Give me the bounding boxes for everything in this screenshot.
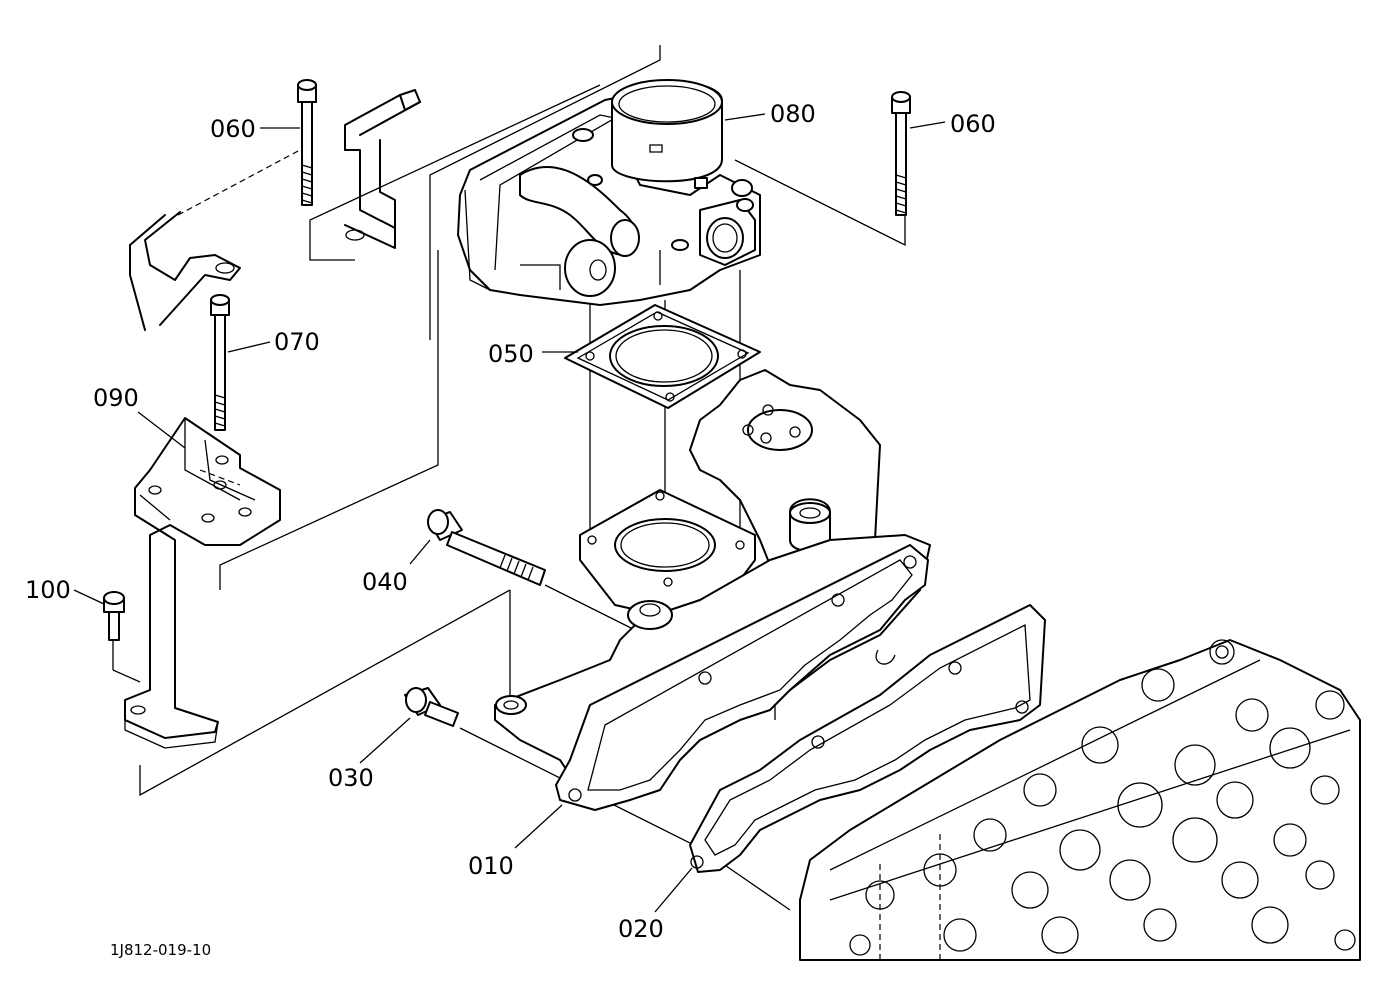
label-060-left: 060: [210, 115, 256, 143]
stud-bolt-040: [427, 509, 546, 586]
label-020: 020: [618, 915, 664, 943]
hose-pipe-part: [129, 89, 421, 331]
label-060-right: 060: [950, 110, 996, 138]
label-090: 090: [93, 384, 139, 412]
label-100: 100: [25, 576, 71, 604]
bolt-070: [210, 294, 230, 431]
bolt-030: [404, 687, 459, 727]
label-040: 040: [362, 568, 408, 596]
cylinder-head: [799, 639, 1361, 961]
bolt-100: [103, 591, 125, 641]
throttle-body: [457, 79, 761, 306]
label-070: 070: [274, 328, 320, 356]
leader-lines: [73, 113, 946, 913]
label-030: 030: [328, 764, 374, 792]
throttle-gasket: [564, 304, 761, 409]
drawing-code: 1J812-019-10: [110, 941, 211, 959]
label-010: 010: [468, 852, 514, 880]
assembly-reference-lines: [112, 45, 906, 911]
part-labels: 060 060 080 070 050 090 100 040 030 010 …: [25, 100, 996, 959]
label-050: 050: [488, 340, 534, 368]
intake-manifold: [494, 369, 931, 811]
support-bracket: [124, 417, 281, 749]
manifold-gasket: [689, 604, 1046, 873]
bolt-060-right: [891, 91, 911, 216]
label-080: 080: [770, 100, 816, 128]
bolt-060-left: [297, 79, 317, 206]
